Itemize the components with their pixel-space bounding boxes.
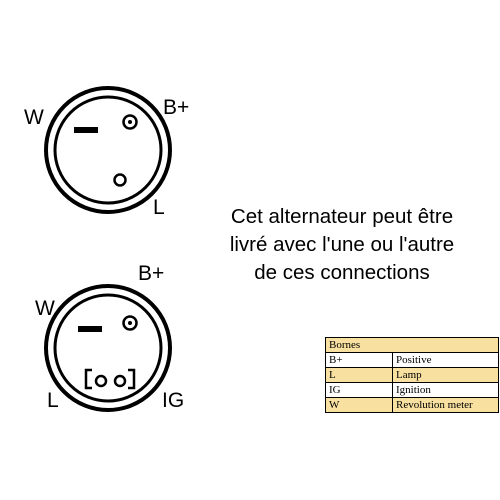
- legend-header-row: Bornes: [325, 337, 499, 353]
- legend-title: Bornes: [325, 337, 499, 353]
- caption-line-1: Cet alternateur peut être: [230, 205, 454, 228]
- connector-bottom-ig-bracket: [128, 368, 136, 390]
- connector-top-b-plus-pin: [122, 114, 138, 130]
- bottom-ig-label: IG: [162, 389, 185, 412]
- legend-code: B+: [325, 352, 393, 368]
- legend-row-b-plus: B+ Positive: [325, 352, 499, 368]
- connector-bottom-b-plus-pin: [122, 315, 138, 331]
- connector-top: [44, 86, 172, 214]
- legend-row-l: L Lamp: [325, 367, 499, 383]
- connector-bottom-l-bracket: [84, 368, 92, 390]
- legend-meaning: Revolution meter: [392, 397, 499, 413]
- legend-row-w: W Revolution meter: [325, 397, 499, 413]
- bottom-l-label: L: [47, 389, 59, 412]
- connector-bottom: [44, 284, 172, 412]
- top-l-label: L: [153, 196, 165, 219]
- legend-code: W: [325, 397, 393, 413]
- bottom-b-plus-label: B+: [138, 262, 165, 285]
- caption-text: Cet alternateur peut être livré avec l'u…: [192, 203, 492, 287]
- connector-bottom-ig-pin: [113, 374, 127, 388]
- legend-meaning: Ignition: [392, 382, 499, 398]
- legend-meaning: Positive: [392, 352, 499, 368]
- top-b-plus-label: B+: [163, 96, 190, 119]
- legend-meaning: Lamp: [392, 367, 499, 383]
- connector-top-l-pin: [113, 173, 127, 187]
- terminal-legend-table: Bornes B+ Positive L Lamp IG Ignition W …: [325, 337, 499, 413]
- top-w-label: W: [24, 106, 44, 129]
- caption-line-2: livré avec l'une ou l'autre: [229, 233, 455, 256]
- connector-bottom-outer-ring: [44, 284, 172, 412]
- bottom-w-label: W: [35, 297, 55, 320]
- legend-code: IG: [325, 382, 393, 398]
- connector-top-outer-ring: [44, 86, 172, 214]
- connector-bottom-w-blade: [78, 326, 102, 332]
- legend-code: L: [325, 367, 393, 383]
- connector-top-w-blade: [74, 127, 98, 133]
- caption-line-3: de ces connections: [254, 261, 430, 284]
- legend-row-ig: IG Ignition: [325, 382, 499, 398]
- connector-top-b-plus-pin-center: [128, 120, 132, 124]
- connector-top-inner-ring: [53, 95, 163, 205]
- connector-bottom-l-pin: [94, 374, 108, 388]
- connector-bottom-b-plus-pin-center: [128, 321, 132, 325]
- connector-bottom-inner-ring: [53, 293, 163, 403]
